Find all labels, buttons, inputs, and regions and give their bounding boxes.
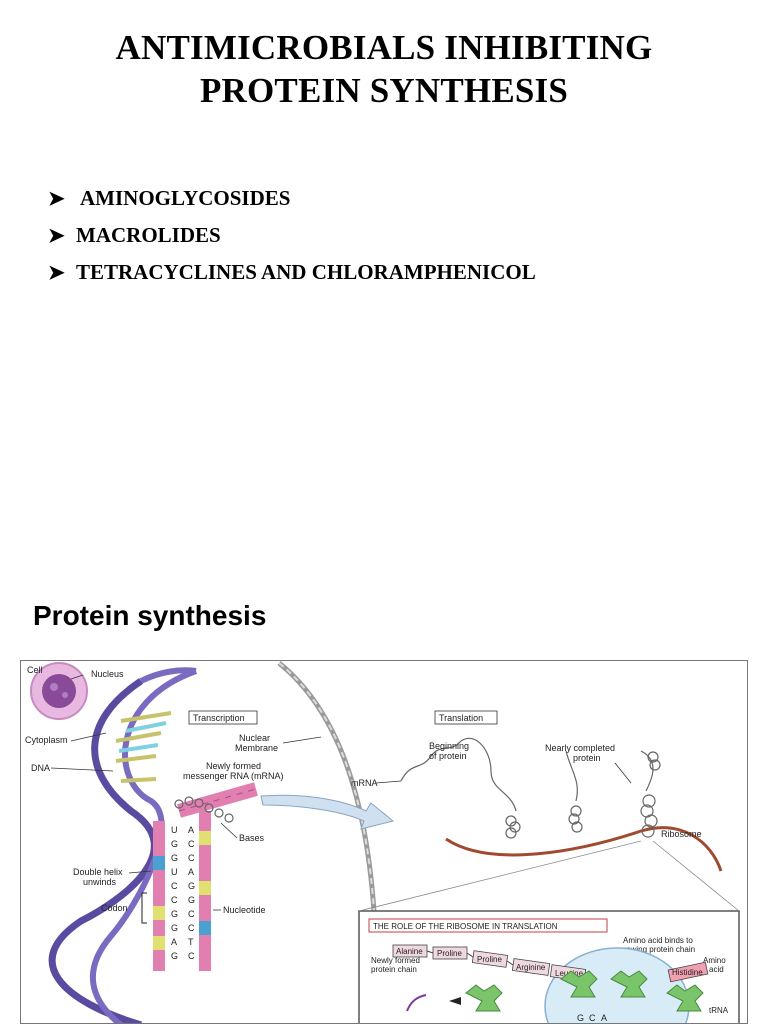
chain-amino-4: Arginine: [516, 963, 546, 972]
mrna-ribbon: [445, 826, 723, 872]
svg-text:C: C: [188, 923, 195, 933]
mrna-right-strand: [199, 811, 211, 971]
protein-coils: [400, 737, 661, 839]
right-base-letters: A C C A G G C C T C: [188, 825, 195, 961]
slide-title-line-2: PROTEIN SYNTHESIS: [199, 71, 569, 110]
amino-acid-label-2: acid: [709, 965, 724, 974]
double-helix-label-1: Double helix: [73, 867, 123, 877]
trna-label: tRNA: [709, 1006, 729, 1015]
newly-chain-label-2: protein chain: [371, 965, 417, 974]
arrow-bullet-icon: ➤: [48, 262, 65, 284]
bullet-list: ➤ AMINOGLYCOSIDES ➤ MACROLIDES ➤ TETRACY…: [48, 180, 536, 291]
svg-text:C: C: [188, 853, 195, 863]
svg-text:C: C: [171, 881, 178, 891]
arrow-bullet-icon: ➤: [48, 188, 65, 210]
nuclear-membrane-label-2: Membrane: [235, 743, 278, 753]
nucleotide-label: Nucleotide: [223, 905, 266, 915]
nucleus-label: Nucleus: [91, 669, 124, 679]
chain-amino-3: Proline: [477, 955, 502, 964]
svg-text:C: C: [188, 909, 195, 919]
bullet-text: AMINOGLYCOSIDES: [80, 186, 291, 210]
dna-rungs: [115, 711, 172, 783]
ribosome-label: Ribosome: [661, 829, 702, 839]
bullet-item-macrolides: ➤ MACROLIDES: [48, 217, 536, 254]
diagram-svg: U G G U C C G G A G A C C A G G C C T C: [25, 661, 740, 1023]
cell-icon: [30, 662, 88, 720]
amino-binds-label-2: growing protein chain: [619, 945, 695, 954]
nearly-label-2: protein: [573, 753, 601, 763]
double-helix-label-2: unwinds: [83, 877, 117, 887]
svg-text:A: A: [188, 867, 194, 877]
amino-binds-label-1: Amino acid binds to: [623, 936, 693, 945]
translation-label: Translation: [439, 713, 483, 723]
codon-label: Codon: [101, 903, 128, 913]
transcription-label: Transcription: [193, 713, 245, 723]
beginning-label-2: of protein: [429, 751, 467, 761]
slide-title: ANTIMICROBIALS INHIBITING PROTEIN SYNTHE…: [0, 26, 768, 112]
inset-title: THE ROLE OF THE RIBOSOME IN TRANSLATION: [373, 922, 558, 931]
dna-label: DNA: [31, 763, 50, 773]
bullet-text: TETRACYCLINES AND CHLORAMPHENICOL: [76, 260, 536, 284]
svg-text:G: G: [171, 923, 178, 933]
arrow-bullet-icon: ➤: [48, 225, 65, 247]
mrna-new-label-2: messenger RNA (mRNA): [183, 771, 284, 781]
ribosome-inset: THE ROLE OF THE RIBOSOME IN TRANSLATION …: [358, 840, 740, 1023]
nuclear-membrane-label-1: Nuclear: [239, 733, 270, 743]
svg-text:G: G: [188, 895, 195, 905]
svg-text:U: U: [171, 825, 178, 835]
codon-bracket: [141, 892, 147, 924]
chain-amino-1: Alanine: [396, 947, 423, 956]
svg-text:C: C: [188, 951, 195, 961]
mrna-new-label-1: Newly formed: [206, 761, 261, 771]
cell-label: Cell: [27, 665, 43, 675]
svg-text:U: U: [171, 867, 178, 877]
mrna-left-strand: [153, 821, 165, 971]
svg-text:G: G: [171, 909, 178, 919]
slide-title-line-1: ANTIMICROBIALS INHIBITING: [115, 28, 653, 67]
beginning-label-1: Beginning: [429, 741, 469, 751]
free-bases: [174, 796, 234, 823]
bullet-item-aminoglycosides: ➤ AMINOGLYCOSIDES: [48, 180, 536, 217]
svg-text:G: G: [171, 839, 178, 849]
nearly-label-1: Nearly completed: [545, 743, 615, 753]
svg-text:C: C: [188, 839, 195, 849]
bullet-item-tetracyclines: ➤ TETRACYCLINES AND CHLORAMPHENICOL: [48, 254, 536, 291]
mrna-label: mRNA: [351, 778, 378, 788]
section-subtitle: Protein synthesis: [33, 600, 267, 631]
newly-chain-label-1: Newly formed: [371, 956, 420, 965]
svg-text:G: G: [171, 853, 178, 863]
amino-acid-label-1: Amino: [703, 956, 726, 965]
svg-text:G: G: [188, 881, 195, 891]
left-base-letters: U G G U C C G G A G: [171, 825, 178, 961]
svg-text:T: T: [188, 937, 194, 947]
bases-label: Bases: [239, 833, 265, 843]
cytoplasm-label: Cytoplasm: [25, 735, 68, 745]
bullet-text: MACROLIDES: [76, 223, 221, 247]
svg-text:G: G: [577, 1013, 584, 1023]
transcription-arrow: [260, 794, 395, 830]
svg-text:G: G: [171, 951, 178, 961]
svg-text:A: A: [171, 937, 177, 947]
chain-amino-2: Proline: [437, 949, 462, 958]
svg-text:C: C: [171, 895, 178, 905]
chain-amino-6: Histidine: [672, 968, 703, 977]
svg-text:A: A: [601, 1013, 607, 1023]
new-mrna-strand: [177, 782, 258, 818]
svg-text:A: A: [188, 825, 194, 835]
svg-text:C: C: [589, 1013, 596, 1023]
protein-synthesis-diagram: U G G U C C G G A G A C C A G G C C T C: [20, 660, 748, 1024]
